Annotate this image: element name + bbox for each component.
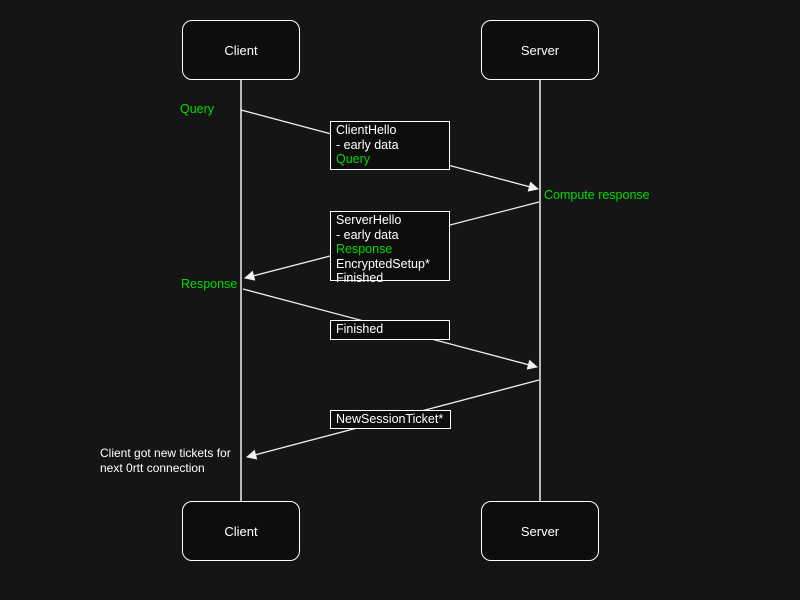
note-line-2: next 0rtt connection [100,461,205,475]
message-box-line: EncryptedSetup* [336,256,430,271]
message-box-line: - early data [336,137,399,152]
actor-server-bottom: Server [481,501,599,561]
actor-label: Client [224,42,258,58]
note-text: Client got new tickets for next 0rtt con… [100,446,231,476]
message-box-line: Response [336,242,393,256]
message-box-clienthello: ClientHello - early data Query [330,121,450,170]
message-box-line: Finished [336,322,384,336]
message-box-line: NewSessionTicket* [336,412,444,426]
actor-server-top: Server [481,20,599,80]
message-label-query: Query [180,102,215,116]
actor-client-top: Client [182,20,300,80]
note-line-1: Client got new tickets for [100,446,231,460]
message-box-serverhello: ServerHello - early data Response Encryp… [330,211,450,285]
message-box-line: Finished [336,271,384,285]
actor-label: Server [520,42,560,58]
message-box-line: ClientHello [336,123,397,137]
message-box-line: - early data [336,227,399,242]
message-box-line: ServerHello [336,213,402,227]
message-label-compute-response: Compute response [544,188,650,202]
message-box-line: Query [336,152,371,166]
message-label-response: Response [181,277,238,291]
message-box-newsessionticket: NewSessionTicket* [330,410,451,429]
message-box-finished: Finished [330,320,450,340]
actor-label: Server [520,523,560,539]
actor-client-bottom: Client [182,501,300,561]
actor-label: Client [224,523,258,539]
